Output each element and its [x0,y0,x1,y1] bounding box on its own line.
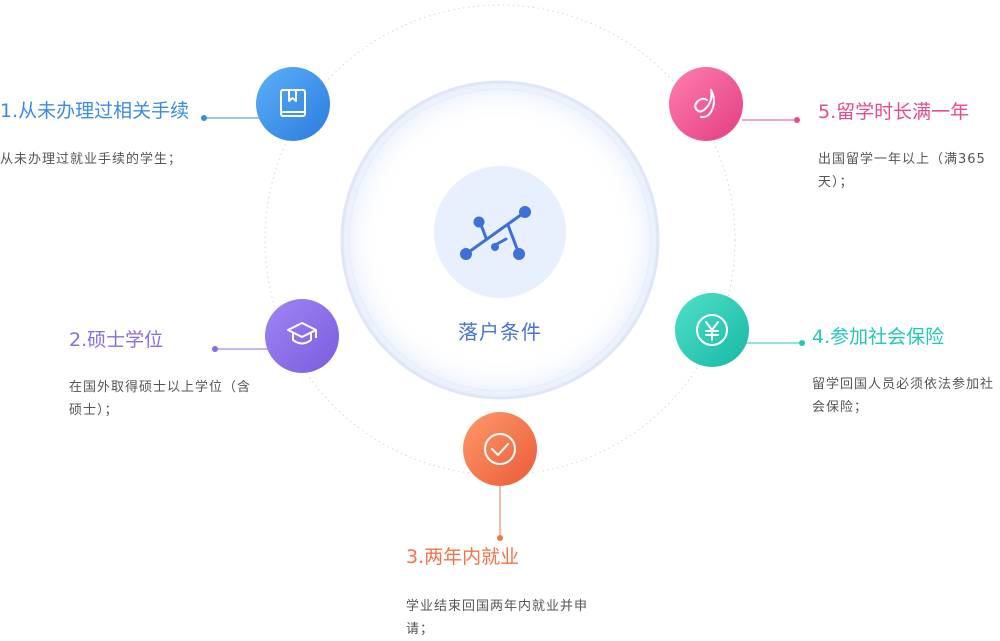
check-circle-icon [484,433,516,465]
book-icon [280,89,306,117]
connector-3 [497,482,503,541]
connector-4 [745,340,805,346]
node-1 [256,67,330,141]
graduation-cap-icon [287,322,317,345]
item-4-title: 4.参加社会保险 [812,326,945,348]
inner-ring-outer [340,80,660,400]
connector-2 [212,346,268,352]
item-5-title: 5.留学时长满一年 [818,101,970,123]
connector-5 [742,117,800,123]
item-2-title: 2.硕士学位 [69,329,164,351]
outer-dotted-ring [264,4,736,476]
item-5-desc: 出国留学一年以上（满365天）； [818,152,986,190]
connector-1 [201,115,260,121]
item-1-desc: 从未办理过就业手续的学生； [0,152,183,167]
center-label: 落户条件 [458,320,542,344]
item-3-desc: 学业结束回国两年内就业并申请； [406,599,589,637]
network-icon [460,206,531,260]
node-3 [463,412,537,486]
item-4-desc: 留学回国人员必须依法参加社会保险； [812,377,995,415]
item-3-title: 3.两年内就业 [406,546,520,568]
center-node [434,166,566,298]
item-2-desc: 在国外取得硕士以上学位（含硕士）； [69,380,252,418]
leaf-icon [694,89,715,119]
node-5 [669,67,743,141]
yen-coin-icon [696,314,728,346]
inner-ring-inner [348,88,652,392]
item-1-title: 1.从未办理过相关手续 [0,100,190,122]
